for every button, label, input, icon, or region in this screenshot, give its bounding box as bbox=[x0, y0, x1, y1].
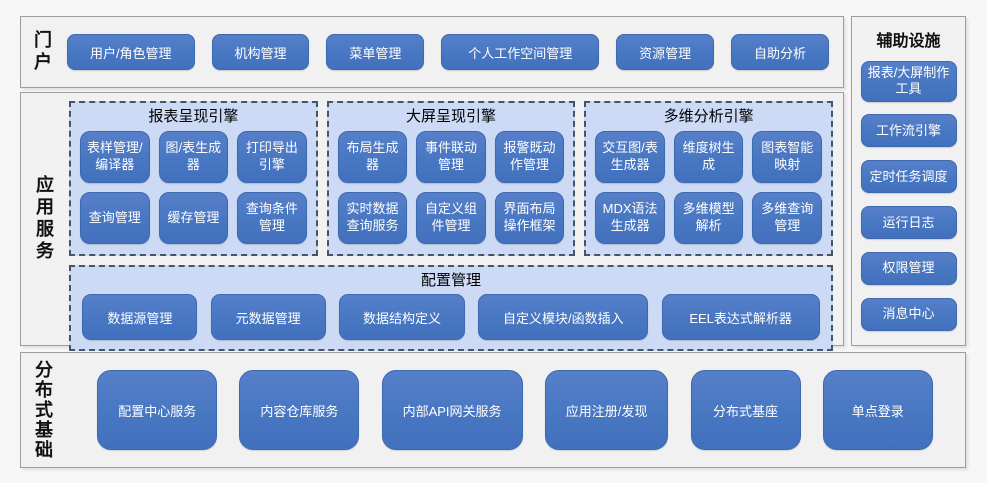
foundation-item-internal-api-gateway-service[interactable]: 内部API网关服务 bbox=[381, 370, 523, 450]
config-button-row: 数据源管理 元数据管理 数据结构定义 自定义模块/函数插入 EEL表达式解析器 bbox=[71, 294, 831, 350]
application-services-content: 报表呈现引擎 表样管理/编译器 图/表生成器 打印导出引擎 查询管理 缓存管理 … bbox=[67, 93, 843, 351]
aux-item-permission-mgmt[interactable]: 权限管理 bbox=[860, 252, 957, 286]
panel-bigscreen-rendering-engine: 大屏呈现引擎 布局生成器 事件联动管理 报警既动作管理 实时数据查询服务 自定义… bbox=[326, 101, 576, 256]
engine-item-sheet-mgmt-compiler[interactable]: 表样管理/编译器 bbox=[80, 131, 150, 183]
engine-item-multidim-query-mgmt[interactable]: 多维查询管理 bbox=[752, 192, 822, 244]
panel-grid: 表样管理/编译器 图/表生成器 打印导出引擎 查询管理 缓存管理 查询条件管理 bbox=[71, 130, 316, 254]
portal-section: 门户 用户/角色管理 机构管理 菜单管理 个人工作空间管理 资源管理 自助分析 bbox=[20, 16, 844, 88]
foundation-button-row: 配置中心服务 内容仓库服务 内部API网关服务 应用注册/发现 分布式基座 单点… bbox=[65, 370, 965, 450]
config-item-custom-module-function-insert[interactable]: 自定义模块/函数插入 bbox=[478, 294, 649, 340]
portal-item-org-mgmt[interactable]: 机构管理 bbox=[211, 34, 310, 70]
config-item-metadata-mgmt[interactable]: 元数据管理 bbox=[210, 294, 326, 340]
panel-multidim-analysis-engine: 多维分析引擎 交互图/表生成器 维度树生成 图表智能映射 MDX语法生成器 多维… bbox=[584, 101, 834, 256]
engine-item-cache-mgmt[interactable]: 缓存管理 bbox=[158, 192, 229, 244]
application-services-label: 应用服务 bbox=[34, 175, 54, 263]
config-item-eel-expression-parser[interactable]: EEL表达式解析器 bbox=[661, 294, 820, 340]
foundation-item-app-register-discovery[interactable]: 应用注册/发现 bbox=[544, 370, 669, 450]
engine-item-multidim-model-parsing[interactable]: 多维模型解析 bbox=[673, 192, 744, 244]
portal-item-user-role-mgmt[interactable]: 用户/角色管理 bbox=[67, 34, 195, 70]
aux-item-run-logs[interactable]: 运行日志 bbox=[860, 206, 957, 240]
portal-item-resource-mgmt[interactable]: 资源管理 bbox=[616, 34, 715, 70]
engine-item-ui-layout-operation-framework[interactable]: 界面布局操作框架 bbox=[494, 192, 565, 244]
aux-item-report-bigscreen-authoring-tool[interactable]: 报表/大屏制作工具 bbox=[860, 61, 957, 102]
portal-item-self-service-analysis[interactable]: 自助分析 bbox=[731, 34, 829, 70]
aux-item-scheduled-task-scheduling[interactable]: 定时任务调度 bbox=[860, 160, 957, 194]
engine-item-mdx-syntax-generator[interactable]: MDX语法生成器 bbox=[595, 192, 665, 244]
panel-grid: 交互图/表生成器 维度树生成 图表智能映射 MDX语法生成器 多维模型解析 多维… bbox=[586, 130, 831, 254]
auxiliary-facilities-section: 辅助设施 报表/大屏制作工具 工作流引擎 定时任务调度 运行日志 权限管理 消息… bbox=[851, 16, 966, 346]
engine-item-interactive-chart-generator[interactable]: 交互图/表生成器 bbox=[595, 131, 665, 183]
panel-title: 多维分析引擎 bbox=[663, 108, 754, 125]
distributed-foundation-label: 分布式基础 bbox=[33, 360, 53, 460]
engine-item-layout-generator[interactable]: 布局生成器 bbox=[337, 131, 408, 183]
aux-item-workflow-engine[interactable]: 工作流引擎 bbox=[860, 114, 957, 148]
foundation-item-config-center-service[interactable]: 配置中心服务 bbox=[97, 370, 218, 450]
engine-panels: 报表呈现引擎 表样管理/编译器 图/表生成器 打印导出引擎 查询管理 缓存管理 … bbox=[69, 101, 834, 256]
engine-item-realtime-data-query-service[interactable]: 实时数据查询服务 bbox=[337, 192, 408, 244]
engine-item-chart-smart-mapping[interactable]: 图表智能映射 bbox=[752, 131, 822, 183]
auxiliary-facilities-title: 辅助设施 bbox=[876, 33, 941, 50]
panel-title: 报表呈现引擎 bbox=[148, 108, 239, 125]
panel-title: 大屏呈现引擎 bbox=[406, 108, 497, 125]
auxiliary-button-list: 报表/大屏制作工具 工作流引擎 定时任务调度 运行日志 权限管理 消息中心 bbox=[852, 55, 965, 331]
portal-section-label: 门户 bbox=[32, 30, 52, 74]
panel-grid: 布局生成器 事件联动管理 报警既动作管理 实时数据查询服务 自定义组件管理 界面… bbox=[329, 130, 574, 254]
config-item-data-structure-definition[interactable]: 数据结构定义 bbox=[338, 294, 465, 340]
panel-title: 配置管理 bbox=[420, 272, 481, 289]
engine-item-custom-component-mgmt[interactable]: 自定义组件管理 bbox=[416, 192, 486, 244]
aux-item-message-center[interactable]: 消息中心 bbox=[860, 297, 957, 331]
engine-item-event-linkage-mgmt[interactable]: 事件联动管理 bbox=[416, 131, 486, 183]
application-services-section: 应用服务 报表呈现引擎 表样管理/编译器 图/表生成器 打印导出引擎 查询管理 … bbox=[20, 92, 844, 351]
foundation-item-single-sign-on[interactable]: 单点登录 bbox=[822, 370, 933, 450]
panel-config-mgmt: 配置管理 数据源管理 元数据管理 数据结构定义 自定义模块/函数插入 EEL表达… bbox=[69, 265, 833, 351]
engine-item-alarm-action-mgmt[interactable]: 报警既动作管理 bbox=[494, 131, 565, 183]
engine-item-query-mgmt[interactable]: 查询管理 bbox=[80, 192, 150, 244]
engine-item-query-condition-mgmt[interactable]: 查询条件管理 bbox=[237, 192, 307, 244]
portal-item-personal-workspace-mgmt[interactable]: 个人工作空间管理 bbox=[441, 34, 600, 70]
portal-item-menu-mgmt[interactable]: 菜单管理 bbox=[326, 34, 425, 70]
config-item-datasource-mgmt[interactable]: 数据源管理 bbox=[82, 294, 198, 340]
engine-item-print-export-engine[interactable]: 打印导出引擎 bbox=[237, 131, 307, 183]
engine-item-dimension-tree-generation[interactable]: 维度树生成 bbox=[673, 131, 744, 183]
foundation-item-distributed-base[interactable]: 分布式基座 bbox=[690, 370, 801, 450]
engine-item-chart-table-generator[interactable]: 图/表生成器 bbox=[158, 131, 229, 183]
panel-report-rendering-engine: 报表呈现引擎 表样管理/编译器 图/表生成器 打印导出引擎 查询管理 缓存管理 … bbox=[69, 101, 318, 256]
distributed-foundation-section: 分布式基础 配置中心服务 内容仓库服务 内部API网关服务 应用注册/发现 分布… bbox=[20, 352, 966, 468]
foundation-item-content-repo-service[interactable]: 内容仓库服务 bbox=[239, 370, 360, 450]
portal-button-row: 用户/角色管理 机构管理 菜单管理 个人工作空间管理 资源管理 自助分析 bbox=[63, 34, 843, 70]
